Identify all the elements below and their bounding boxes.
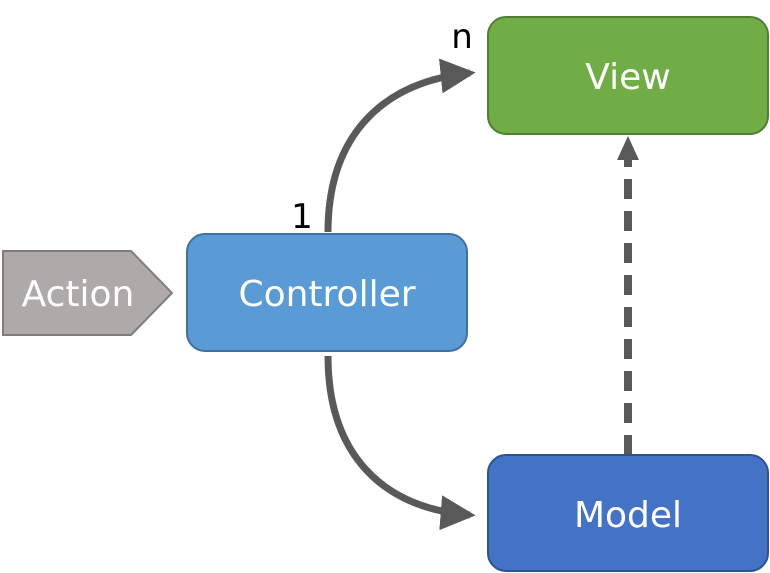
view-box <box>487 16 769 135</box>
action-node: Action <box>2 250 174 336</box>
controller-node: Controller <box>186 233 468 352</box>
model-to-view-arrowhead <box>617 136 639 160</box>
model-node: Model <box>487 454 769 572</box>
controller-label: Controller <box>238 274 415 315</box>
action-shape <box>2 250 174 336</box>
view-node: View <box>487 16 769 135</box>
action-label: Action <box>22 274 135 315</box>
model-box <box>487 454 769 572</box>
multiplicity-controller-label: 1 <box>291 197 313 237</box>
multiplicity-view-label: n <box>451 17 473 57</box>
controller-to-view-edge <box>324 58 476 233</box>
model-label: Model <box>574 495 682 536</box>
view-label: View <box>585 57 670 98</box>
controller-to-model-edge <box>324 355 476 531</box>
controller-box <box>186 233 468 352</box>
